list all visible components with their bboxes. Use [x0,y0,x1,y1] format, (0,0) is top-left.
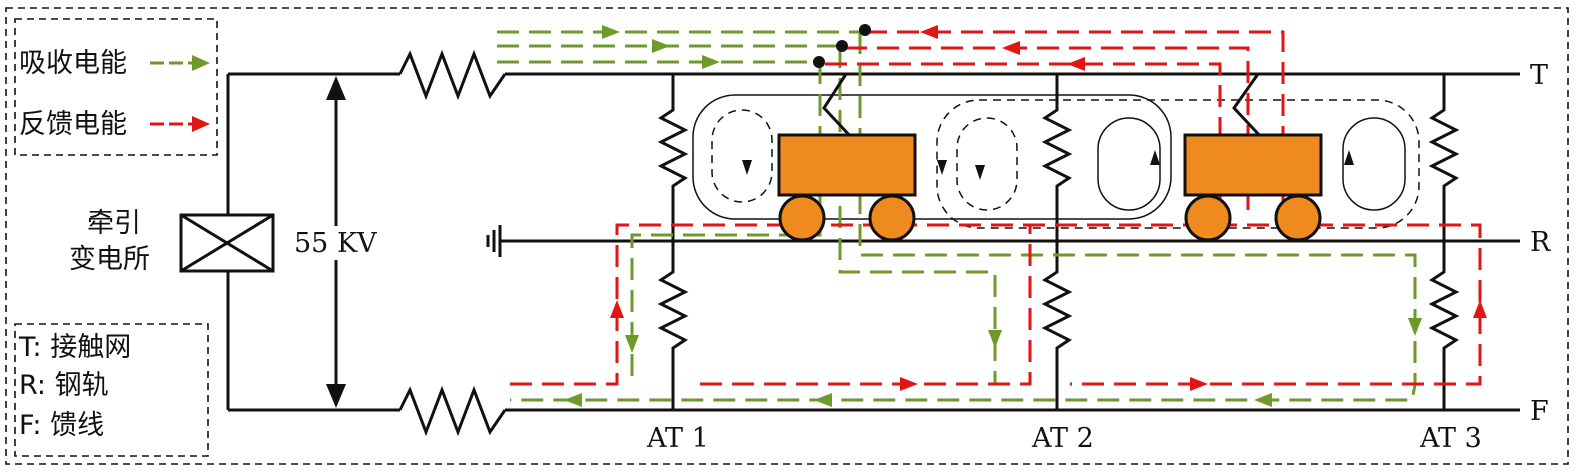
t-line-resistor [398,49,507,101]
traction-substation: 牵引 变电所 [69,72,400,412]
loop-train1-solid [692,94,1172,220]
loop-small-1 [711,109,773,203]
line-legend: T: 接触网 R: 钢轨 F: 馈线 [14,323,209,457]
train-2-wheel-front [1184,194,1232,242]
legend-line-r: R: 钢轨 [19,370,109,401]
tap-dot-3 [813,56,825,68]
legend-line-f: F: 馈线 [19,410,104,441]
train-2-body [1183,133,1323,197]
train-1-wheel-rear [868,194,916,242]
train-2 [1183,73,1323,242]
legend-absorb-label: 吸收电能 [19,48,127,79]
loop-train2-dash [936,99,1420,229]
at-label-2: AT 2 [1031,423,1094,454]
loop-small-3 [1097,117,1161,211]
ground-icon [486,225,502,257]
at-label-1: AT 1 [646,423,709,454]
voltage-label: 55 KV [294,228,377,259]
legend-feedback-arrow [192,116,210,132]
rail-label-r: R [1530,227,1551,258]
loop-small-4 [1342,117,1406,211]
energy-legend: 吸收电能 反馈电能 [14,18,218,156]
substation-label-1: 牵引 [87,208,141,239]
train-2-wheel-rear [1274,194,1322,242]
at-label-3: AT 3 [1419,423,1482,454]
legend-absorb-arrow [192,55,210,71]
pantograph-2 [1232,73,1264,140]
autotransformer-3 [1428,74,1460,410]
substation-label-2: 变电所 [69,244,150,275]
outer-frame [5,7,1569,465]
pantograph-1 [822,73,854,140]
absorb-energy-paths [497,25,1422,407]
voltage-indicator: 55 KV [292,76,392,408]
autotransformer-1 [657,74,689,410]
train-1 [777,73,917,242]
rail-label-t: T [1530,60,1548,91]
autotransformer-2 [1041,74,1073,410]
train-1-body [777,133,917,197]
feedback-energy-paths [510,25,1487,391]
tap-dot-2 [836,40,848,52]
tap-dot-1 [859,24,871,36]
f-line-resistor [398,385,507,437]
loop-small-2 [956,117,1018,211]
legend-feedback-label: 反馈电能 [19,109,127,140]
train-1-wheel-front [778,194,826,242]
legend-line-t: T: 接触网 [18,332,131,363]
rail-label-f: F [1530,396,1549,427]
